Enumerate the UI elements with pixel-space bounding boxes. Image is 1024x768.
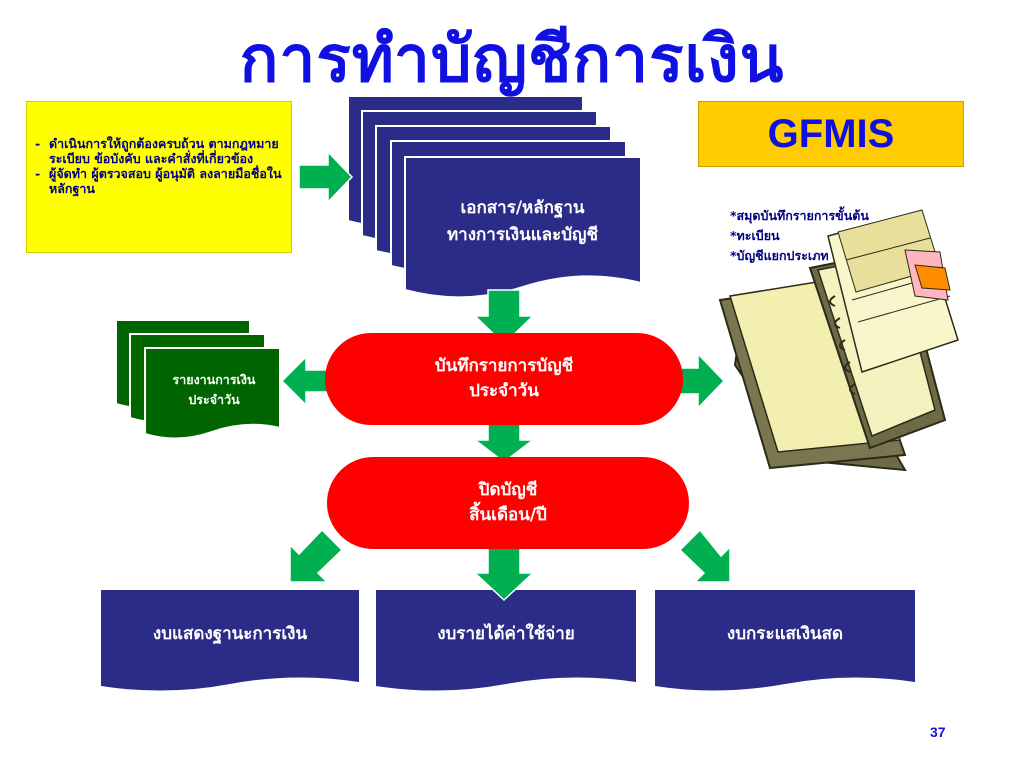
daily-report-line: ประจำวัน — [188, 392, 240, 407]
closing-step: ปิดบัญชี สิ้นเดือน/ปี — [327, 457, 689, 549]
requirement-text: ดำเนินการให้ถูกต้องครบถ้วน ตามกฎหมาย ระเ… — [49, 136, 279, 166]
book-list-item: *บัญชีแยกประเภท — [730, 248, 829, 263]
closing-line: ปิดบัญชี — [478, 480, 538, 500]
page-number: 37 — [930, 724, 946, 740]
documents-label: เอกสาร/หลักฐาน ทางการเงินและบัญชี — [405, 195, 640, 249]
statement-label-cash-flow: งบกระแสเงินสด — [726, 624, 844, 644]
bullet: - — [35, 136, 41, 151]
book-list: *สมุดบันทึกรายการขั้นต้น *ทะเบียน *บัญชี… — [730, 206, 869, 266]
arrow-down-icon — [473, 289, 535, 346]
statement-doc-1 — [101, 590, 359, 691]
gfmis-box: GFMIS — [698, 101, 964, 167]
arrow-right-icon — [298, 150, 354, 204]
closing-line: สิ้นเดือน/ปี — [469, 505, 547, 525]
requirements-note: - ดำเนินการให้ถูกต้องครบถ้วน ตามกฎหมาย ร… — [26, 101, 292, 253]
daily-entry-line: บันทึกรายการบัญชี — [434, 356, 574, 376]
statement-label-financial-position: งบแสดงฐานะการเงิน — [152, 624, 308, 644]
document-stack — [347, 95, 642, 299]
page-title: การทำบัญชีการเงิน — [239, 23, 785, 97]
arrow-down-right-icon — [678, 528, 731, 583]
arrow-down-icon — [472, 422, 536, 463]
arrow-down-icon — [473, 545, 535, 602]
book-list-item: *สมุดบันทึกรายการขั้นต้น — [730, 208, 869, 223]
daily-report-line: รายงานการเงิน — [172, 372, 256, 387]
daily-report-label: รายงานการเงิน ประจำวัน — [148, 370, 280, 410]
report-sheet-front — [144, 347, 281, 440]
requirement-item: - ดำเนินการให้ถูกต้องครบถ้วน ตามกฎหมาย ร… — [35, 136, 285, 166]
bullet: - — [35, 166, 41, 181]
statement-doc-2 — [376, 590, 636, 691]
arrow-down-left-icon — [289, 528, 344, 583]
statement-label-income-expense: งบรายได้ค่าใช้จ่าย — [437, 624, 575, 644]
documents-line: ทางการเงินและบัญชี — [446, 225, 599, 245]
statement-doc-3 — [655, 590, 915, 691]
report-stack — [115, 319, 281, 440]
ledger-book-illustration — [718, 209, 959, 472]
document-sheet-front — [404, 156, 642, 299]
daily-entry-line: ประจำวัน — [469, 381, 539, 401]
book-list-item: *ทะเบียน — [730, 228, 780, 243]
daily-entry-step: บันทึกรายการบัญชี ประจำวัน — [325, 333, 683, 425]
documents-line: เอกสาร/หลักฐาน — [460, 198, 585, 218]
requirement-item: - ผู้จัดทำ ผู้ตรวจสอบ ผู้อนุมัติ ลงลายมื… — [35, 166, 285, 196]
requirement-text: ผู้จัดทำ ผู้ตรวจสอบ ผู้อนุมัติ ลงลายมือช… — [49, 166, 282, 196]
